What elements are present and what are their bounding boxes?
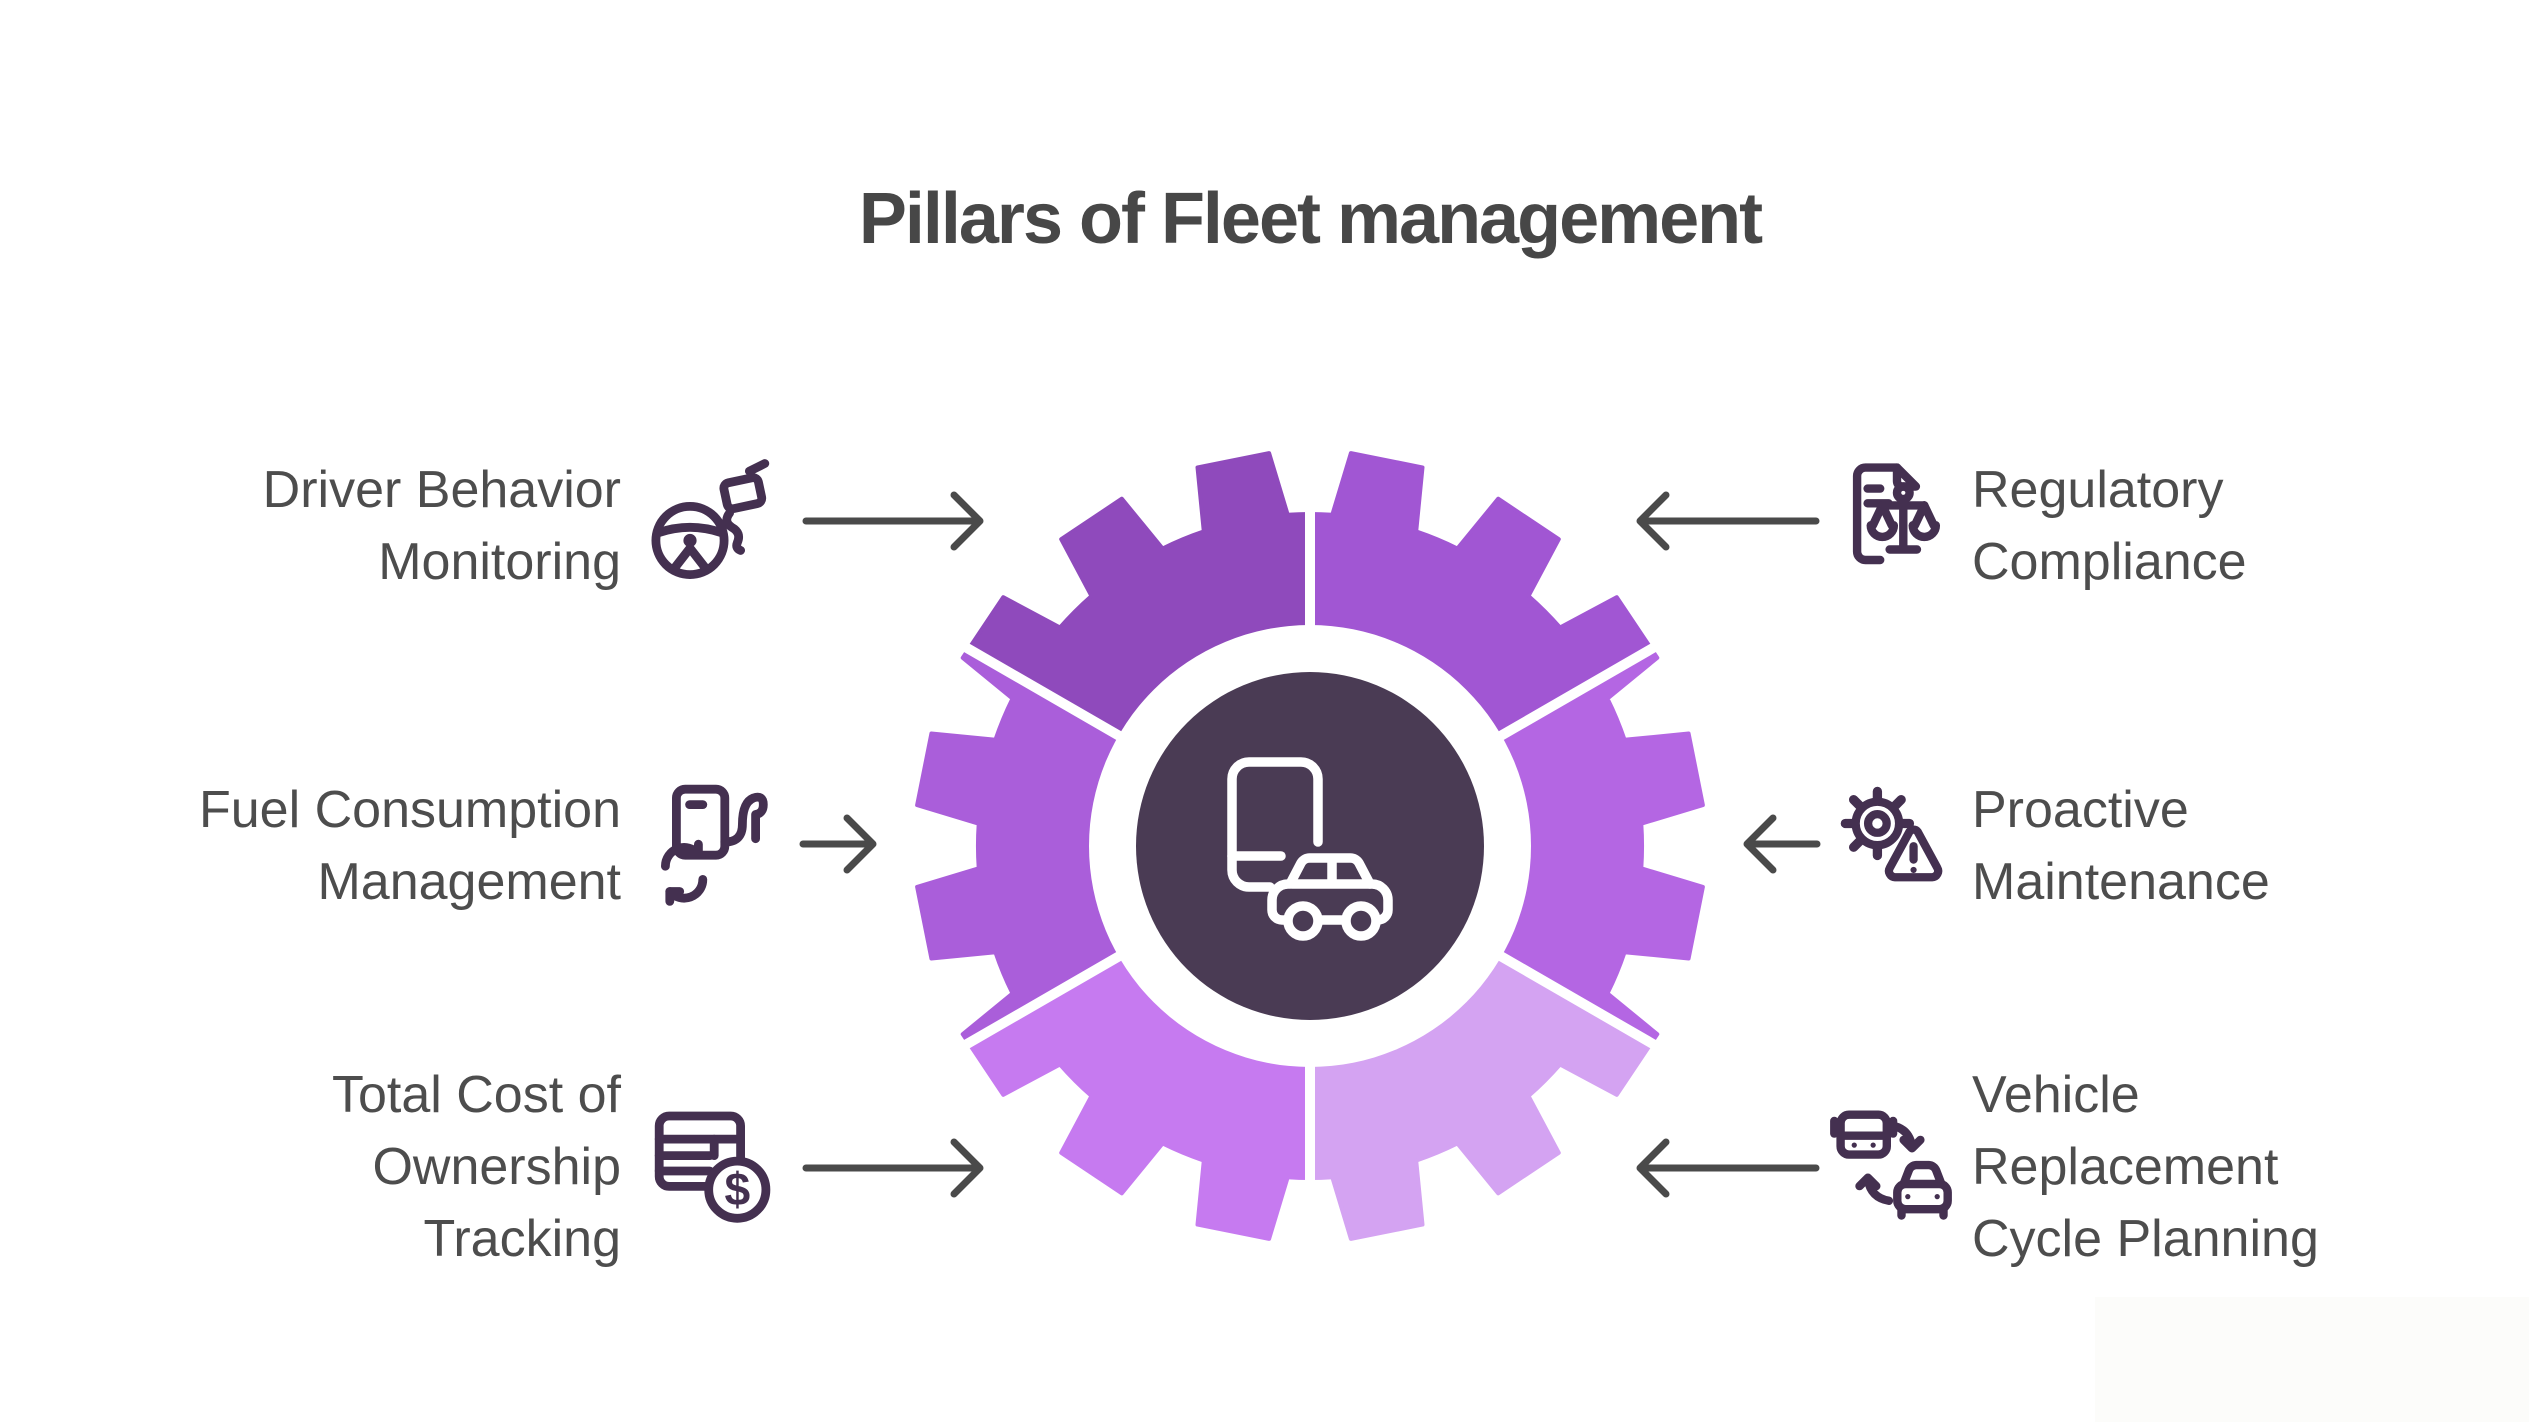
- arrow-total-cost: [802, 1138, 984, 1198]
- label-line: Vehicle: [1972, 1066, 2140, 1124]
- arrow-regulatory-compliance: [1636, 491, 1820, 551]
- gear-separator-line: [926, 936, 1148, 1071]
- steering-wheel-dashcam-icon: [651, 459, 770, 579]
- pillar-label-driver-behavior-monitoring: Driver Behavior Monitoring: [263, 454, 621, 598]
- label-line: Driver Behavior: [262, 461, 621, 519]
- label-line: Ownership: [372, 1138, 621, 1196]
- label-line: Cycle Planning: [1972, 1210, 2319, 1268]
- arrow-driver-behavior: [802, 491, 984, 551]
- label-line: Tracking: [423, 1210, 621, 1268]
- label-line: Monitoring: [378, 533, 621, 591]
- car-wheel: [1341, 901, 1381, 941]
- fuel-pump-refresh-icon: [660, 784, 768, 906]
- document-scales-icon: [1852, 463, 1941, 565]
- label-line: Maintenance: [1972, 853, 2270, 911]
- label-line: Regulatory: [1972, 461, 2224, 519]
- gear-warning-icon: [1840, 786, 1943, 882]
- gear-separator-line: [1472, 621, 1694, 756]
- pillar-label-fuel-consumption-management: Fuel Consumption Management: [199, 774, 621, 918]
- gear-separator-line: [1472, 936, 1694, 1071]
- bottom-right-patch: [2095, 1297, 2529, 1422]
- gear-hub: [1089, 625, 1531, 1067]
- gear-separator-line: [926, 621, 1148, 756]
- gear-segments-layer: [915, 406, 1705, 1286]
- bus-car-swap-icon: [1830, 1110, 1952, 1220]
- pillar-label-vehicle-replacement-cycle-planning: Vehicle Replacement Cycle Planning: [1972, 1059, 2319, 1275]
- connector-arrows: [799, 491, 1821, 1198]
- phone-outline: [1227, 757, 1323, 892]
- center-circle: [1136, 672, 1484, 1020]
- label-line: Fuel Consumption: [199, 781, 621, 839]
- phone-and-car-icon: [1227, 757, 1393, 941]
- label-line: Total Cost of: [331, 1066, 621, 1124]
- label-line: Management: [317, 853, 621, 911]
- label-line: Compliance: [1972, 533, 2247, 591]
- page-title: Pillars of Fleet management: [858, 179, 1763, 260]
- gear-segment-total-cost-of-ownership-tracking: [915, 846, 1310, 1241]
- spreadsheet-dollar-icon: $: [654, 1111, 771, 1223]
- pillar-label-total-cost-of-ownership-tracking: Total Cost of Ownership Tracking: [332, 1059, 621, 1275]
- pillar-label-proactive-maintenance: Proactive Maintenance: [1972, 774, 2270, 918]
- arrow-fuel-consumption: [799, 814, 877, 874]
- arrow-proactive-maintenance: [1743, 814, 1821, 874]
- pillar-label-regulatory-compliance: Regulatory Compliance: [1972, 454, 2247, 598]
- svg-text:$: $: [724, 1163, 750, 1215]
- label-line: Proactive: [1972, 781, 2189, 839]
- label-line: Replacement: [1972, 1138, 2279, 1196]
- arrow-vehicle-replacement: [1636, 1138, 1820, 1198]
- car-wheel: [1283, 901, 1323, 941]
